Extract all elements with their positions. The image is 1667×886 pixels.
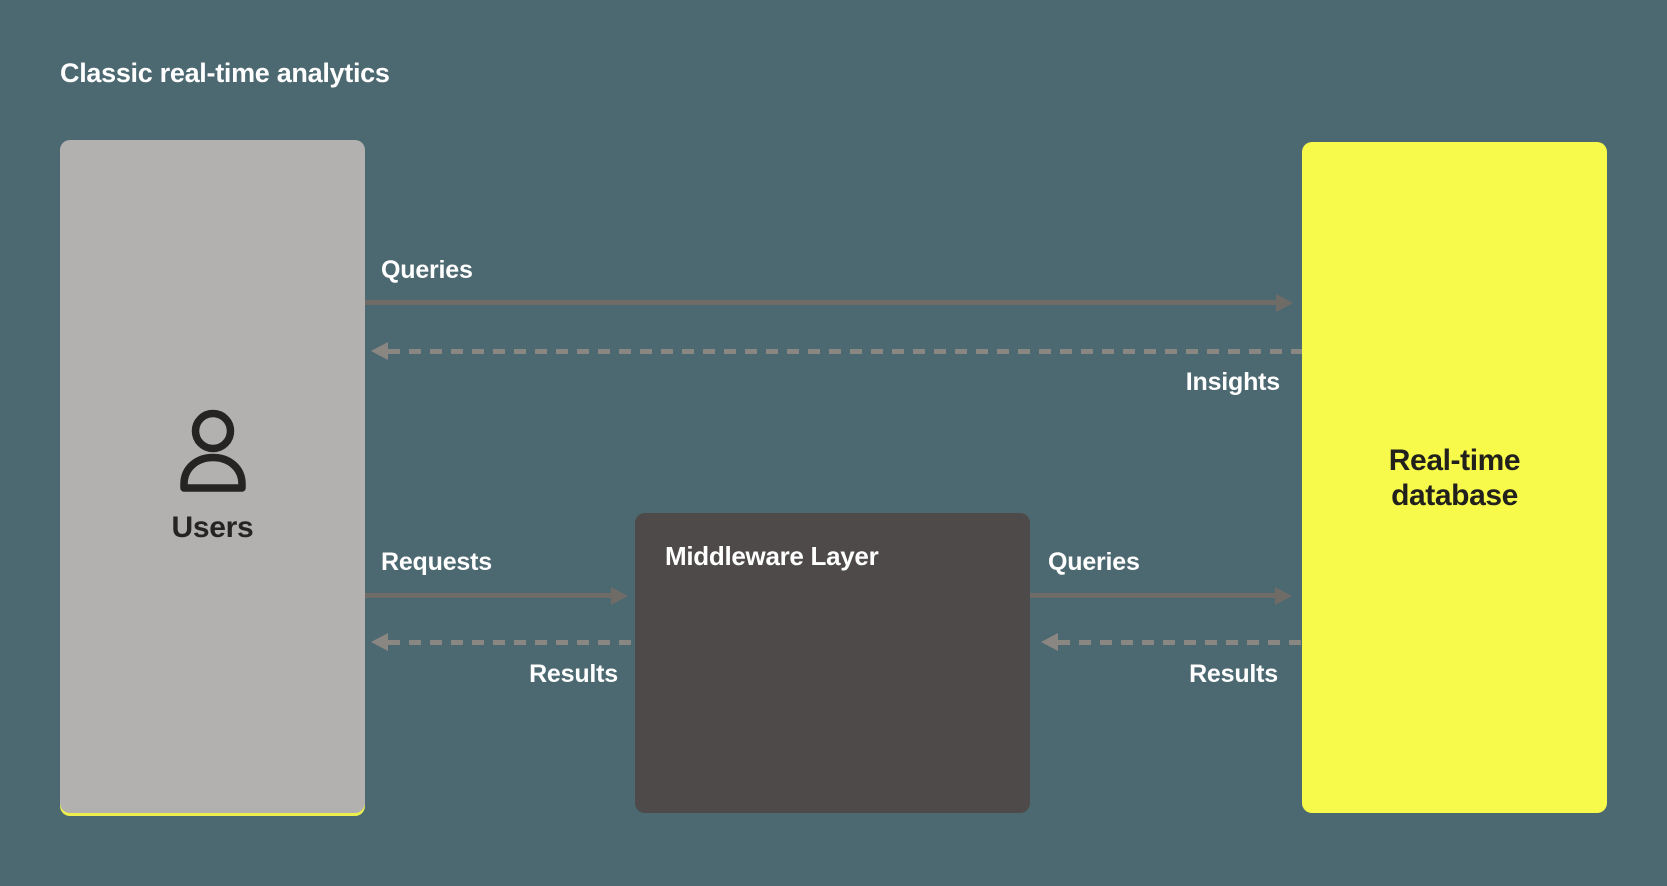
arrowhead-right-icon	[1275, 587, 1292, 605]
edge-users-to-db-label: Queries	[381, 256, 473, 284]
edge-db-to-middleware-label: Results	[1189, 660, 1278, 688]
node-users: Users	[60, 140, 365, 813]
node-users-label: Users	[171, 510, 254, 544]
node-middleware: Middleware Layer	[635, 513, 1030, 813]
edge-middleware-to-users-label: Results	[529, 660, 618, 688]
edge-users-to-middleware-label: Requests	[381, 548, 492, 576]
node-middleware-label: Middleware Layer	[665, 541, 879, 571]
diagram-title: Classic real-time analytics	[60, 58, 390, 88]
arrowhead-left-icon	[371, 342, 388, 360]
edge-db-to-users-label: Insights	[1185, 368, 1280, 396]
node-database-label: Real-time database	[1388, 443, 1521, 512]
arrowhead-right-icon	[1276, 294, 1293, 312]
arrowhead-left-icon	[1041, 633, 1058, 651]
edge-middleware-to-db-line	[1030, 593, 1276, 598]
arrowhead-left-icon	[371, 633, 388, 651]
edge-users-to-middleware-line	[365, 593, 612, 598]
edge-middleware-to-db-label: Queries	[1048, 548, 1140, 576]
arrowhead-right-icon	[611, 587, 628, 605]
edge-db-to-users-line	[388, 349, 1302, 354]
person-icon	[179, 409, 246, 492]
edge-users-to-db-line	[365, 300, 1277, 305]
edge-db-to-middleware-line	[1058, 640, 1302, 645]
edge-middleware-to-users-line	[388, 640, 635, 645]
node-database: Real-time database	[1302, 142, 1607, 813]
